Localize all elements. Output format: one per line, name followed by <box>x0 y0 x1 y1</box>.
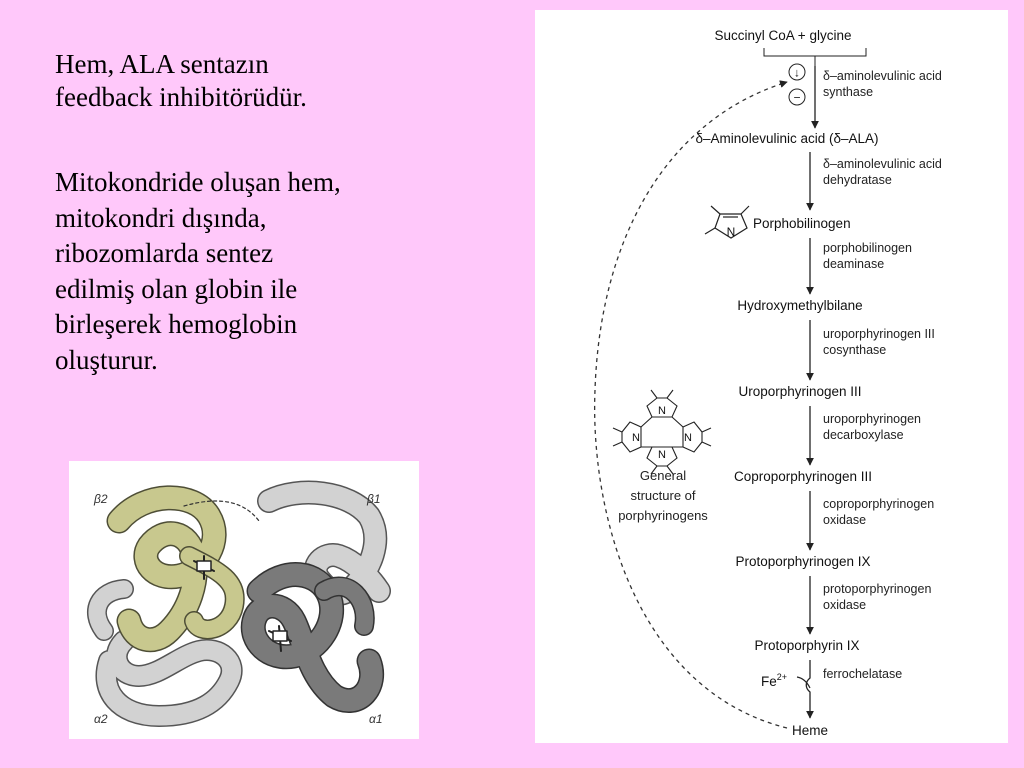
inhibition-symbol: − <box>793 91 800 105</box>
body-line-4: edilmiş olan globin ile <box>55 273 298 304</box>
intro-paragraph: Hem, ALA sentazın feedback inhibitörüdür… <box>55 48 500 114</box>
enzyme-ferrochelatase: ferrochelatase <box>823 667 902 681</box>
body-line-3: ribozomlarda sentez <box>55 238 274 268</box>
metabolite-protoporphyrinogen-ix: Protoporphyrinogen IX <box>735 554 870 569</box>
heme-group-beta2 <box>193 555 215 580</box>
porphyrinogen-structure-icon: N N N N <box>612 389 712 475</box>
arrow-step-8 <box>805 660 814 719</box>
svg-text:N: N <box>727 225 736 239</box>
induction-symbol: ↓ <box>794 66 800 80</box>
regulation-symbols: ↓ − <box>788 63 806 106</box>
alpha1-subunit <box>240 562 385 713</box>
porphyrinogen-caption-line-2: structure of <box>630 488 695 503</box>
beta2-subunit <box>106 485 245 653</box>
hemoglobin-illustration: β2 β1 α2 α1 <box>87 480 391 727</box>
interface-dashed-line <box>183 500 260 522</box>
enzyme-ala-synthase-1: δ–aminolevulinic acid <box>823 69 942 83</box>
metabolite-hydroxymethylbilane: Hydroxymethylbilane <box>737 298 862 313</box>
reaction-arrows <box>806 66 819 635</box>
pyrrole-n-left: N <box>632 432 640 444</box>
enzyme-ala-dehydratase-1: δ–aminolevulinic acid <box>823 157 942 171</box>
iron-label: Fe2+ <box>761 672 787 689</box>
pyrrole-n-right: N <box>684 432 692 444</box>
induction-circle <box>788 63 806 81</box>
body-line-6: oluşturur. <box>55 344 158 375</box>
intro-line-1: Hem, ALA sentazın <box>55 49 269 79</box>
metabolite-porphobilinogen: Porphobilinogen <box>753 216 851 231</box>
enzyme-proto-oxidase-2: oxidase <box>823 598 866 612</box>
metabolite-uroporphyrinogen-iii: Uroporphyrinogen III <box>738 384 861 399</box>
alpha2-subunit <box>87 579 243 727</box>
body-line-2: mitokondri dışında, <box>55 202 267 233</box>
metabolite-coproporphyrinogen-iii: Coproporphyrinogen III <box>734 469 872 484</box>
metabolite-ala: δ–Aminolevulinic acid (δ–ALA) <box>695 131 878 146</box>
porphyrinogen-caption: General structure of porphyrinogens <box>618 468 708 523</box>
heme-group-alpha1 <box>268 625 292 652</box>
metabolite-heme: Heme <box>792 723 828 738</box>
label-beta2: β2 <box>93 492 108 506</box>
intro-line-2: feedback inhibitörüdür. <box>55 82 307 112</box>
metabolite-protoporphyrin-ix: Protoporphyrin IX <box>754 638 859 653</box>
pyrrole-n-top: N <box>658 405 666 417</box>
body-paragraph: Mitokondride oluşan hem, mitokondri dışı… <box>55 165 500 378</box>
heme-feedback-inhibition-arrow <box>593 80 788 729</box>
hemoglobin-figure: β2 β1 α2 α1 <box>69 461 419 739</box>
label-alpha1: α1 <box>369 712 383 726</box>
enzyme-copro-oxidase-1: coproporphyrinogen <box>823 497 934 511</box>
enzyme-uro-decarboxylase-2: decarboxylase <box>823 428 904 442</box>
label-beta1: β1 <box>366 492 381 506</box>
porphyrinogen-caption-line-1: General <box>640 468 686 483</box>
pyrrole-ring-icon: N <box>704 205 750 239</box>
body-line-5: birleşerek hemoglobin <box>55 309 298 339</box>
enzyme-ala-dehydratase-2: dehydratase <box>823 173 892 187</box>
enzyme-proto-oxidase-1: protoporphyrinogen <box>823 582 931 596</box>
inhibition-circle <box>788 88 806 106</box>
substrate-bracket <box>763 48 867 66</box>
pyrrole-n-bottom: N <box>658 449 666 461</box>
heme-pathway-diagram: Succinyl CoA + glycine δ–Aminolevulinic … <box>593 28 942 738</box>
enzyme-uro-decarboxylase-1: uroporphyrinogen <box>823 412 921 426</box>
iron-entry-arrow <box>796 676 811 689</box>
enzyme-uro-cosynthase-1: uroporphyrinogen III <box>823 327 935 341</box>
body-line-1: Mitokondride oluşan hem, <box>55 167 341 197</box>
enzyme-copro-oxidase-2: oxidase <box>823 513 866 527</box>
enzyme-ala-synthase-2: synthase <box>823 85 873 99</box>
heme-pathway-panel: Succinyl CoA + glycine δ–Aminolevulinic … <box>535 10 1008 743</box>
enzyme-pbg-deaminase-2: deaminase <box>823 257 884 271</box>
enzyme-uro-cosynthase-2: cosynthase <box>823 343 886 357</box>
enzyme-pbg-deaminase-1: porphobilinogen <box>823 241 912 255</box>
metabolite-succinyl-coa-glycine: Succinyl CoA + glycine <box>715 28 852 43</box>
label-alpha2: α2 <box>94 712 108 726</box>
porphyrinogen-caption-line-3: porphyrinogens <box>618 508 708 523</box>
